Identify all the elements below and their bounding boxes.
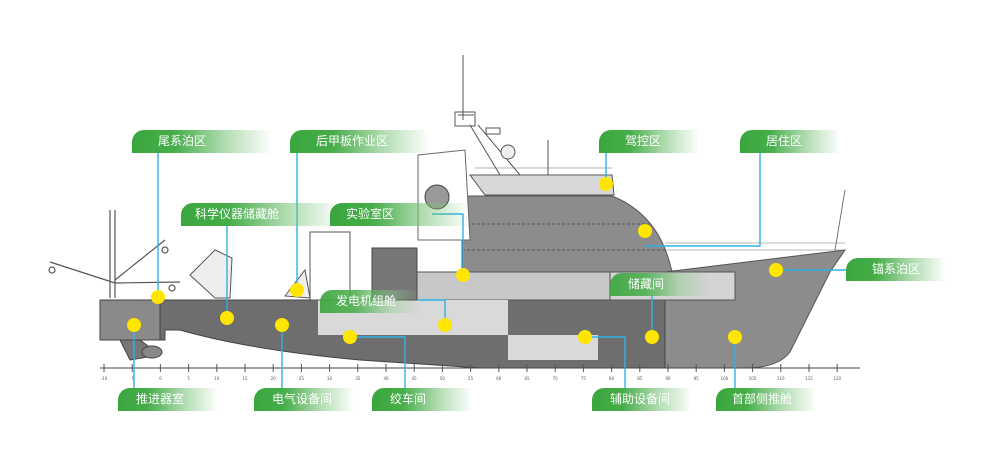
marker-winch-room[interactable] <box>343 330 357 344</box>
marker-electrical-room[interactable] <box>275 318 289 332</box>
zone-label-bow-thruster[interactable]: 首部侧推舱 <box>716 388 816 411</box>
zone-label-electrical-room[interactable]: 电气设备间 <box>254 388 354 411</box>
scale-tick-label: 25 <box>299 376 305 381</box>
scale-tick-label: 15 <box>242 376 248 381</box>
marker-instrument-storage[interactable] <box>220 311 234 325</box>
marker-propulsion-room[interactable] <box>127 318 141 332</box>
scale-tick-label: 110 <box>777 376 785 381</box>
scale-tick-label: 85 <box>637 376 643 381</box>
stern-a-frame-crane <box>48 210 181 298</box>
scale-tick-label: 40 <box>383 376 389 381</box>
scale-tick-label: 5 <box>187 376 190 381</box>
scale-tick-label: 75 <box>581 376 587 381</box>
zone-label-aft-deck-work[interactable]: 后甲板作业区 <box>290 130 430 153</box>
zone-label-propulsion-room[interactable]: 推进器室 <box>118 388 218 411</box>
zone-label-winch-room[interactable]: 绞车间 <box>372 388 472 411</box>
zone-label-stern-mooring[interactable]: 尾系泊区 <box>132 130 272 153</box>
main-mast <box>454 55 549 176</box>
scale-tick-label: 105 <box>749 376 757 381</box>
zone-label-instrument-storage[interactable]: 科学仪器储藏舱 <box>181 203 341 226</box>
marker-bridge[interactable] <box>599 177 613 191</box>
scale-tick-label: 90 <box>665 376 671 381</box>
marker-stern-mooring[interactable] <box>151 290 165 304</box>
scale-tick-label: 65 <box>524 376 530 381</box>
bridge-deck <box>469 174 615 196</box>
marker-anchor-mooring[interactable] <box>769 263 783 277</box>
marker-storeroom[interactable] <box>645 330 659 344</box>
scale-tick-label: 50 <box>440 376 446 381</box>
scale-tick-label: 0 <box>159 376 162 381</box>
zone-label-anchor-mooring[interactable]: 锚系泊区 <box>846 258 946 281</box>
scale-tick-label: 115 <box>805 376 813 381</box>
marker-auxiliary-room[interactable] <box>578 330 592 344</box>
scale-tick-label: 70 <box>553 376 559 381</box>
scale-tick-label: 35 <box>355 376 361 381</box>
bow-section <box>661 249 847 369</box>
scale-tick-label: 80 <box>609 376 615 381</box>
zone-label-laboratory[interactable]: 实验室区 <box>330 203 470 226</box>
zone-label-accommodation[interactable]: 居住区 <box>740 130 840 153</box>
marker-bow-thruster[interactable] <box>728 330 742 344</box>
scale-tick-label: 120 <box>833 376 841 381</box>
scale-tick-label: -5 <box>130 376 134 381</box>
frame-scale: -10 -5 0 5 10 15 20 25 30 35 40 45 50 55 60 65 70 75 80 85 9… <box>101 364 841 381</box>
marker-laboratory[interactable] <box>456 268 470 282</box>
scale-tick-label: 60 <box>496 376 502 381</box>
marker-aft-deck-work[interactable] <box>290 283 304 297</box>
scale-tick-label: -10 <box>101 376 108 381</box>
zone-label-bridge[interactable]: 驾控区 <box>599 130 699 153</box>
marker-generator-room[interactable] <box>438 318 452 332</box>
scale-tick-label: 100 <box>721 376 729 381</box>
scale-tick-label: 55 <box>468 376 474 381</box>
scale-tick-label: 45 <box>412 376 418 381</box>
zone-label-auxiliary-room[interactable]: 辅助设备间 <box>592 388 692 411</box>
zone-label-storeroom[interactable]: 储藏间 <box>610 273 710 296</box>
scale-tick-label: 20 <box>271 376 277 381</box>
marker-accommodation[interactable] <box>638 224 652 238</box>
scale-tick-label: 10 <box>214 376 220 381</box>
zone-label-generator-room[interactable]: 发电机组舱 <box>320 290 420 313</box>
scale-tick-label: 95 <box>694 376 700 381</box>
scale-tick-label: 30 <box>327 376 333 381</box>
